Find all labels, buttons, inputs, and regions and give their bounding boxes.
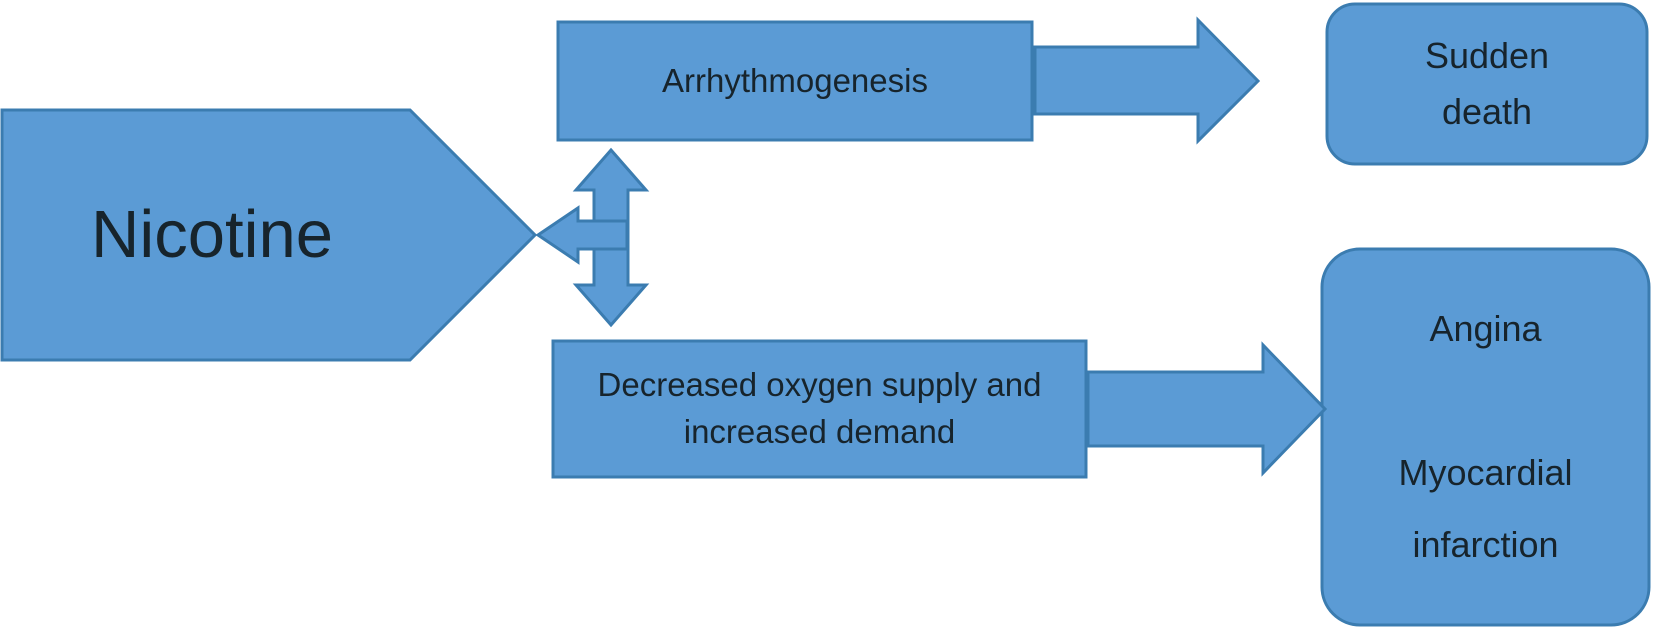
node-arrhythmogenesis-shape[interactable]	[556, 20, 1034, 142]
connector-arrow-decreased-oxygen-to-angina[interactable]	[1086, 341, 1328, 477]
connector-arrow-arrhythmogenesis-to-sudden-death[interactable]	[1033, 16, 1261, 145]
node-sudden-death-shape[interactable]	[1325, 2, 1649, 166]
connector-left-arrow-to-nicotine[interactable]	[535, 205, 629, 265]
node-nicotine-shape[interactable]	[0, 108, 538, 362]
node-decreased-oxygen-shape[interactable]	[551, 339, 1088, 479]
node-angina-mi-shape[interactable]	[1320, 247, 1651, 627]
